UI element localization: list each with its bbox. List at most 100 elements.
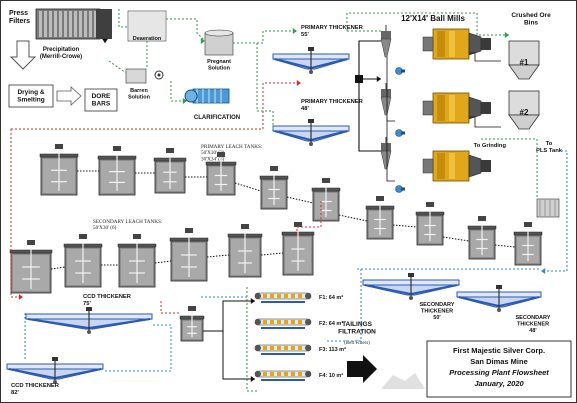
flow-line-green (481, 138, 538, 197)
clarification-filters (184, 88, 230, 104)
pregnant-solution-tank (204, 29, 234, 56)
flow-line-green (256, 43, 274, 129)
flow-line-black (392, 224, 418, 228)
primary-leach-tank-3 (153, 148, 187, 194)
barren-solution-tank (125, 68, 147, 84)
ore-bin-1-label: #1 (520, 58, 529, 67)
drying-smelting-box (8, 84, 54, 108)
flow-line-black (494, 244, 516, 248)
right-arrow-icon (56, 86, 82, 106)
flow-line-red (11, 82, 301, 130)
title-block (426, 340, 572, 398)
distribution-box (355, 75, 363, 83)
flow-line-black (50, 266, 66, 270)
primary-leach-tank-9 (467, 216, 497, 260)
ball-mill-3 (422, 150, 491, 182)
precipitation-label: Precipitation(Merrill-Crowe) (40, 47, 82, 60)
arrow-head (292, 28, 297, 34)
belt-filters-label: (Belt Filters) (344, 341, 370, 346)
belt-filter-2 (254, 318, 312, 329)
cyclone-1 (380, 25, 392, 58)
ore-bin-2-label: #2 (520, 108, 529, 117)
ball-mills-label: 12'X14' Ball Mills (401, 14, 465, 23)
tailings-pile (381, 373, 425, 389)
flow-line-black (154, 260, 172, 264)
flow-line-green (108, 60, 127, 74)
clarification-label: CLARIFICATION (194, 115, 240, 121)
flow-line-green (246, 287, 257, 392)
mine-name: San Dimas Mine (470, 357, 528, 366)
arrow-head (541, 268, 546, 274)
secondary-leach-tank-6 (281, 222, 315, 276)
primary-leach-tanks-label: PRIMARY LEACH TANKS:50'X30' (2)30'X34' (… (201, 144, 263, 162)
flow-line-black-solid (386, 117, 395, 182)
deaeration-label: Deaeration (133, 36, 162, 42)
secondary-leach-tank-3 (117, 234, 157, 288)
filter-feed-tank (179, 306, 205, 342)
pump-2 (395, 129, 405, 137)
flow-line-red (296, 201, 322, 235)
arrow-head (376, 76, 381, 82)
cyclone-2 (380, 83, 392, 116)
primary-leach-tank-4 (205, 152, 237, 196)
press-filter-machine (35, 8, 112, 40)
flow-line-green (170, 81, 187, 102)
belt-filter-4-label: F4: 10 m² (319, 372, 343, 379)
drying-smelting-label: Drying &Smelting (17, 89, 45, 104)
to-grinding-label: To Grinding (474, 143, 507, 149)
primary-leach-tank-2 (97, 146, 137, 196)
flow-line-blue (541, 150, 568, 272)
primary-leach-tank-6 (311, 178, 341, 222)
flow-line-green (118, 9, 128, 28)
flow-line-black-solid (222, 331, 255, 380)
cyclone-3 (380, 137, 392, 170)
ball-mill-2 (422, 92, 491, 124)
primary-leach-tank-5 (259, 166, 289, 210)
primary-leach-tank-1 (39, 144, 79, 196)
arrow-head (200, 38, 205, 44)
flow-line-green (166, 18, 206, 42)
ccd-thickener-75 (25, 307, 153, 334)
secondary-leach-tank-1 (9, 240, 53, 294)
arrow-head (504, 32, 509, 38)
tailings-arrow-icon (347, 355, 377, 383)
sheet-title: Processing Plant Flowsheet (449, 368, 549, 377)
ore-bin-2 (508, 90, 540, 130)
ccd-thickener-82 (6, 357, 104, 384)
secondary-thickener-48 (456, 285, 542, 312)
flow-line-black-solid (469, 52, 501, 62)
belt-filter-3-label: F3: 113 m² (319, 346, 346, 353)
flow-line-black (338, 214, 368, 222)
secondary-leach-tank-5 (227, 224, 263, 278)
primary-leach-tank-10 (513, 222, 543, 266)
dore-bars-box (84, 88, 118, 112)
flow-line-red (160, 301, 181, 314)
belt-filter-2-label: F2: 64 m² (319, 320, 343, 327)
primary-leach-tank-8 (415, 202, 445, 246)
flow-line-black-solid (203, 300, 255, 332)
pls-tank (536, 198, 560, 218)
secondary-leach-tank-4 (169, 228, 209, 282)
ore-bin-1 (508, 40, 540, 80)
flow-line-green (233, 30, 297, 44)
arrow-head (296, 80, 301, 86)
secondary-leach-tank-2 (63, 234, 103, 288)
flow-line-black-solid (469, 116, 501, 128)
flow-line-green (346, 12, 509, 36)
arrow-head (18, 294, 23, 300)
secondary-leach-tanks-label: SECONDARY LEACH TANKS:50'X30' (6) (93, 219, 163, 231)
sheet-date: January, 2020 (474, 379, 524, 388)
